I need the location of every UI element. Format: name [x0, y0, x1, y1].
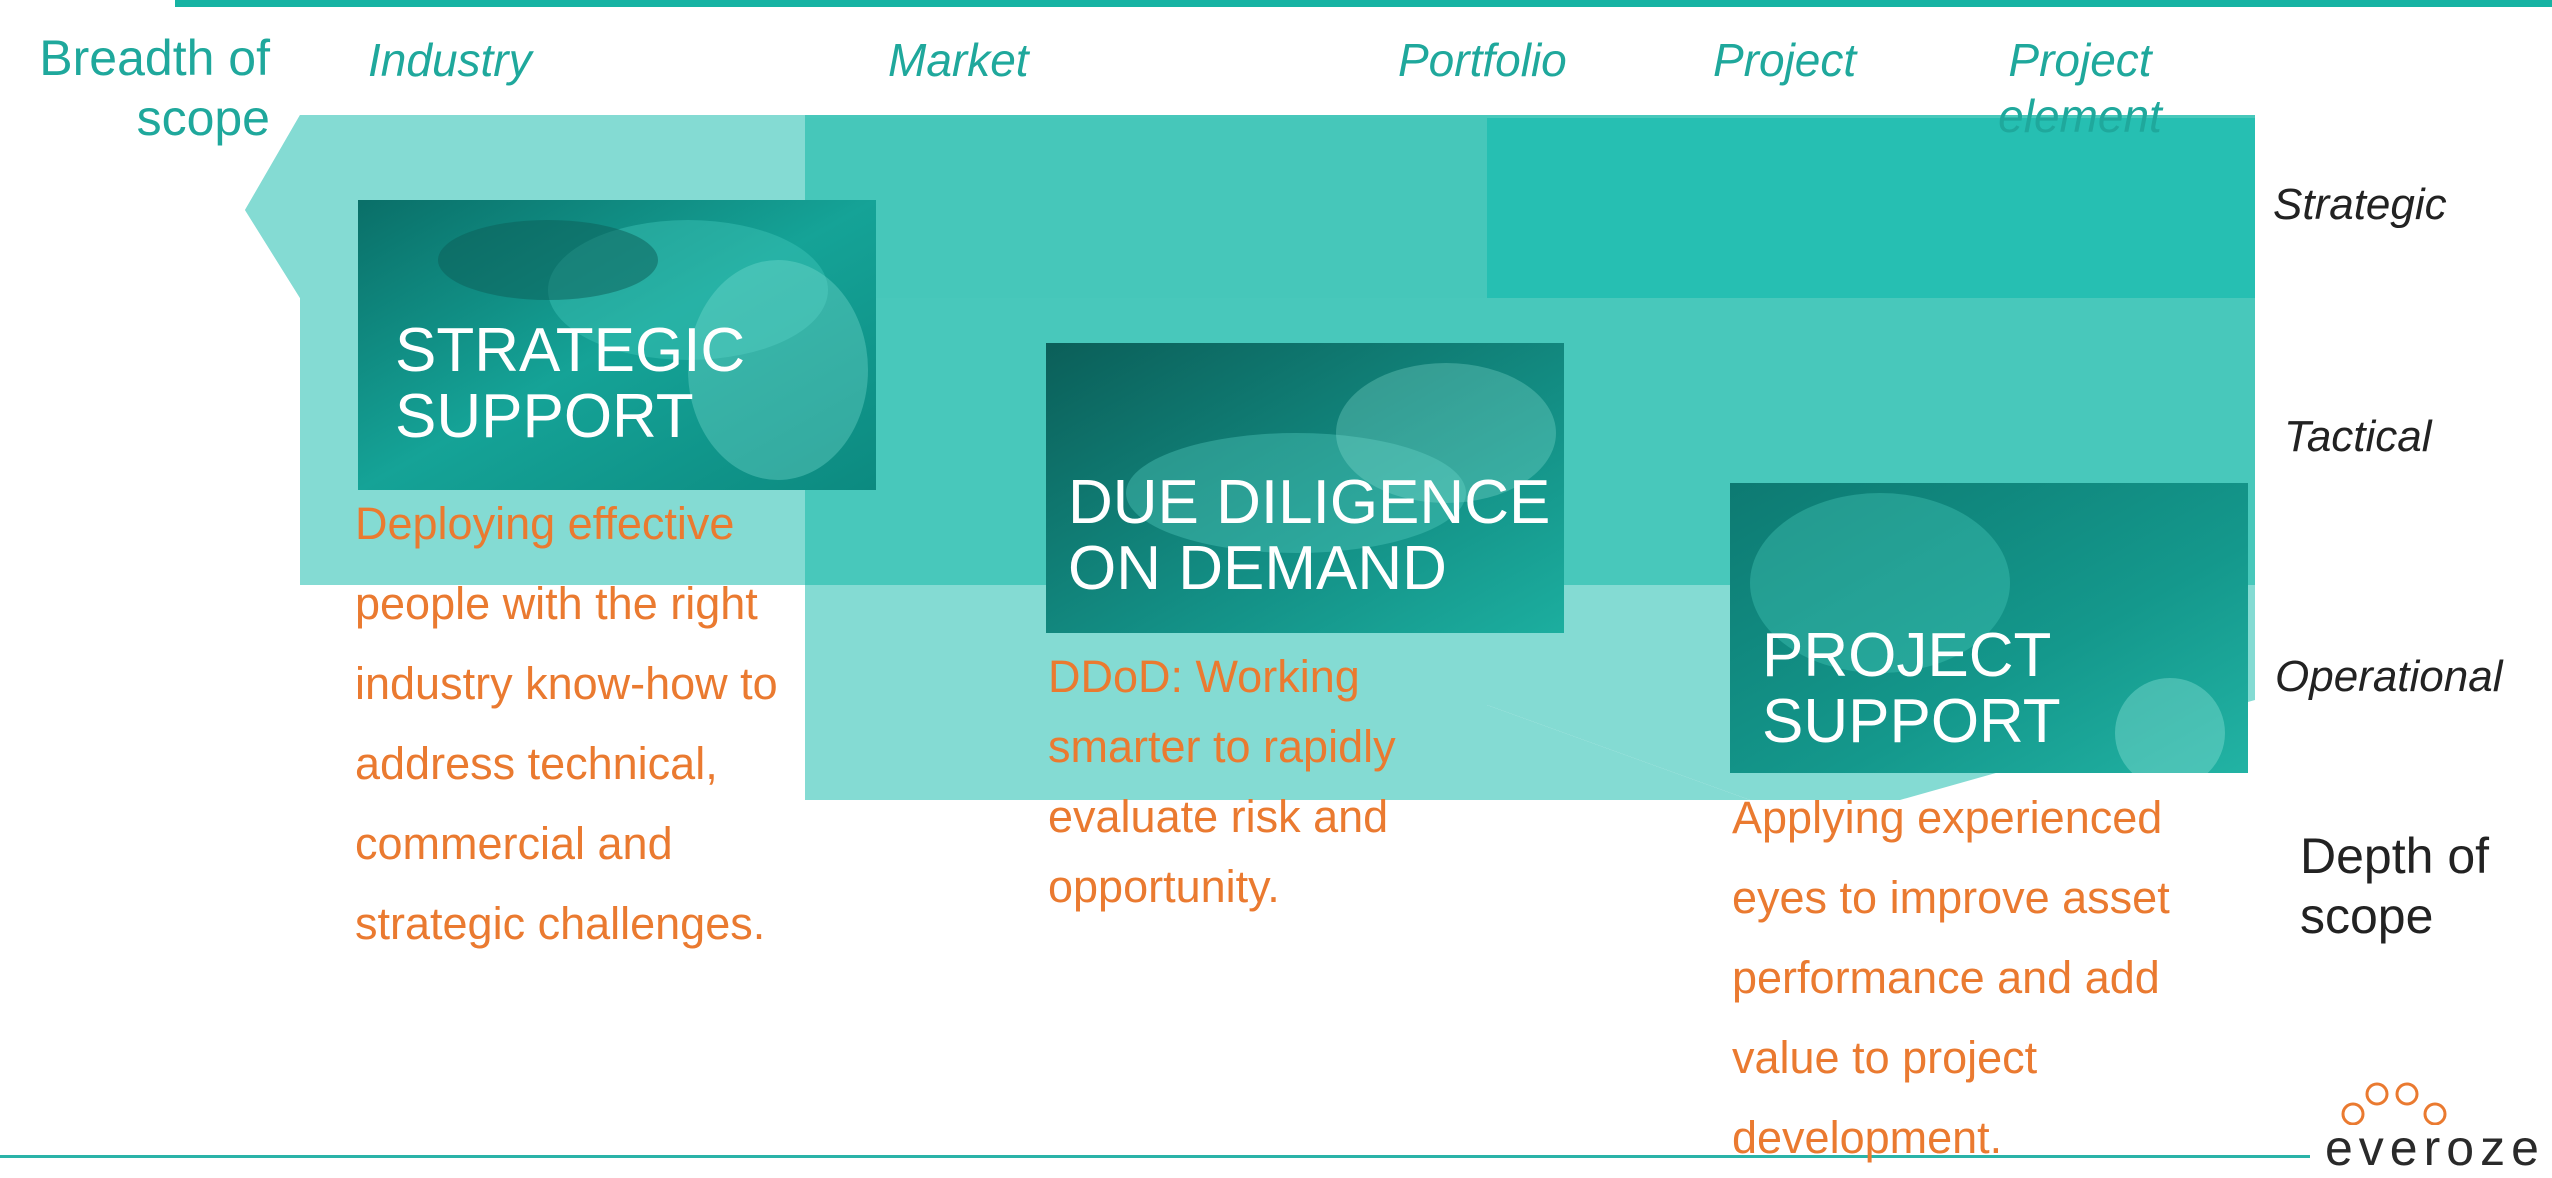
- project-support-description: Applying experienced eyes to improve ass…: [1732, 792, 2170, 1163]
- strategic-support-image: [358, 200, 876, 490]
- strategic-support-description: Deploying effective people with the righ…: [355, 498, 778, 949]
- band-industry-arrow: [245, 115, 300, 298]
- column-portfolio: Portfolio: [1398, 34, 1567, 86]
- row-operational: Operational: [2275, 652, 2503, 701]
- due-diligence-card: DUE DILIGENCE ON DEMAND: [1046, 343, 1564, 633]
- column-project: Project: [1713, 34, 1857, 86]
- strategic-support-title: STRATEGIC SUPPORT: [395, 316, 746, 451]
- logo-circles-icon: [2341, 1082, 2447, 1125]
- project-support-title: PROJECT SUPPORT: [1762, 621, 2061, 756]
- project-support-card: PROJECT SUPPORT: [1730, 483, 2248, 773]
- band-portfolio-strategic: [1487, 118, 2255, 298]
- due-diligence-image: [1046, 343, 1564, 633]
- column-project-element: Project element: [1998, 34, 2162, 142]
- row-strategic: Strategic: [2273, 180, 2447, 229]
- bottom-rule: [0, 1155, 2310, 1158]
- column-market: Market: [888, 34, 1029, 86]
- due-diligence-title: DUE DILIGENCE ON DEMAND: [1068, 468, 1551, 603]
- due-diligence-description: DDoD: Working smarter to rapidly evaluat…: [1048, 651, 1396, 912]
- column-industry: Industry: [368, 34, 532, 86]
- row-tactical: Tactical: [2284, 412, 2432, 461]
- everoze-logo-text: everoze: [2325, 1120, 2545, 1176]
- strategic-support-card: STRATEGIC SUPPORT: [358, 200, 876, 490]
- depth-of-scope-label: Depth of scope: [2300, 828, 2490, 944]
- breadth-of-scope-label: Breadth of scope: [39, 30, 270, 146]
- top-rule: [175, 0, 2552, 7]
- project-support-image: [1730, 483, 2248, 773]
